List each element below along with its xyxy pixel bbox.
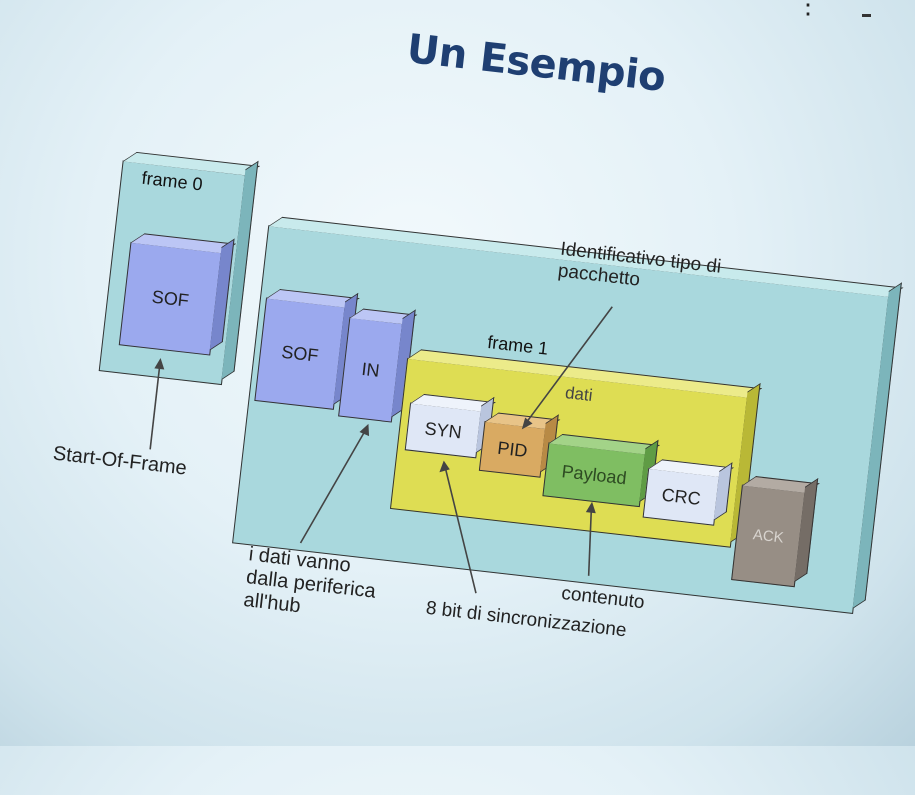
- arrow-sync: [439, 460, 477, 594]
- arrow-pid: [521, 306, 613, 430]
- arrow-dati-flow: [299, 423, 370, 544]
- dati-flow-note: i dati vanno dalla periferica all'hub: [242, 543, 379, 626]
- more-options-icon[interactable]: ⋮: [795, 0, 821, 19]
- arrow-contenuto: [585, 501, 596, 576]
- minimize-icon[interactable]: [862, 14, 871, 17]
- arrow-start-of-frame: [149, 357, 165, 450]
